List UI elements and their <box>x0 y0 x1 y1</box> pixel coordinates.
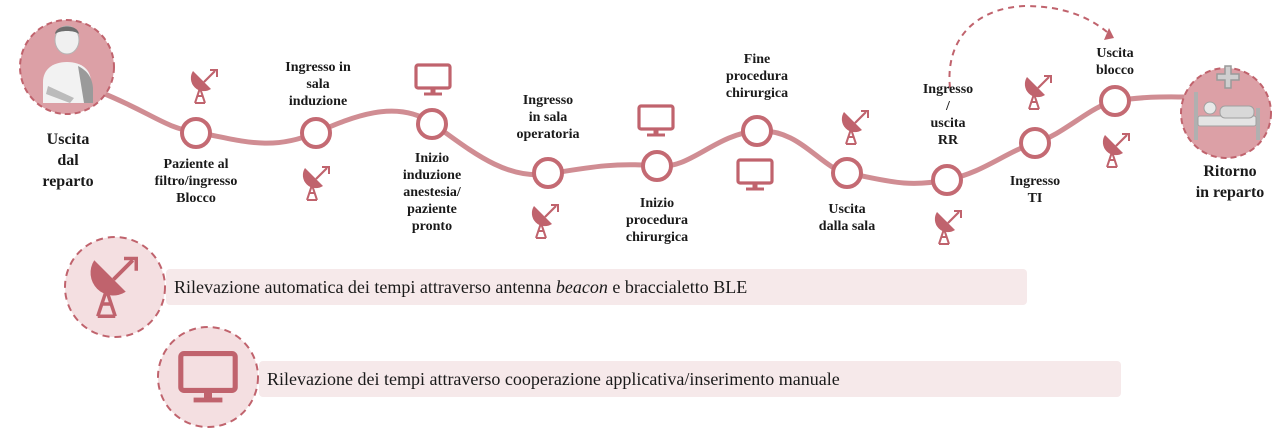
antenna-icon <box>1101 132 1131 169</box>
step-node-1 <box>180 117 212 149</box>
monitor-icon <box>736 158 774 193</box>
step-label-9: Ingresso TI <box>1009 174 1061 206</box>
step-node-7 <box>831 157 863 189</box>
antenna-icon <box>530 203 560 240</box>
legend-antenna-text-italic: beacon <box>555 277 608 297</box>
step-label-4: Ingresso in sala operatoria <box>516 93 580 142</box>
step-label-3: Inizio induzione anestesia/ paziente pro… <box>402 151 462 234</box>
legend-antenna-text-before: Rilevazione automatica dei tempi attrave… <box>174 277 556 297</box>
antenna-icon <box>840 109 870 146</box>
step-node-9 <box>1019 127 1051 159</box>
step-node-2 <box>300 117 332 149</box>
step-label-7: Uscita dalla sala <box>818 202 876 234</box>
antenna-icon <box>301 165 331 202</box>
step-label-2: Ingresso in sala induzione <box>285 60 351 109</box>
step-label-6: Fine procedura chirurgica <box>725 52 789 101</box>
start-label: Uscita dal reparto <box>42 131 94 190</box>
legend-antenna-text-after: e braccialetto BLE <box>607 277 748 297</box>
step-node-3 <box>416 108 448 140</box>
step-label-5: Inizio procedura chirurgica <box>625 196 689 245</box>
loop-arrow <box>948 4 1108 89</box>
end-label: Ritorno in reparto <box>1195 163 1265 201</box>
step-label-8: Ingresso / uscita RR <box>922 82 974 148</box>
monitor-icon <box>414 63 452 98</box>
legend-antenna-badge <box>64 236 166 338</box>
legend-antenna-text: Rilevazione automatica dei tempi attrave… <box>166 269 1027 305</box>
legend-monitor-badge <box>157 326 259 428</box>
hospital-bed-icon <box>1180 65 1272 159</box>
patient-icon <box>19 19 115 115</box>
loop-arrowhead <box>1104 28 1114 40</box>
step-node-5 <box>641 150 673 182</box>
step-node-6 <box>741 115 773 147</box>
step-label-10: Uscita blocco <box>1095 46 1135 78</box>
step-label-1: Paziente al filtro/ingresso Blocco <box>154 157 238 206</box>
antenna-icon <box>189 68 219 105</box>
step-node-4 <box>532 157 564 189</box>
antenna-icon <box>933 209 963 246</box>
monitor-icon <box>637 104 675 139</box>
legend-monitor-text: Rilevazione dei tempi attraverso coopera… <box>259 361 1121 397</box>
step-node-10 <box>1099 85 1131 117</box>
step-node-8 <box>931 164 963 196</box>
antenna-icon <box>1023 74 1053 111</box>
